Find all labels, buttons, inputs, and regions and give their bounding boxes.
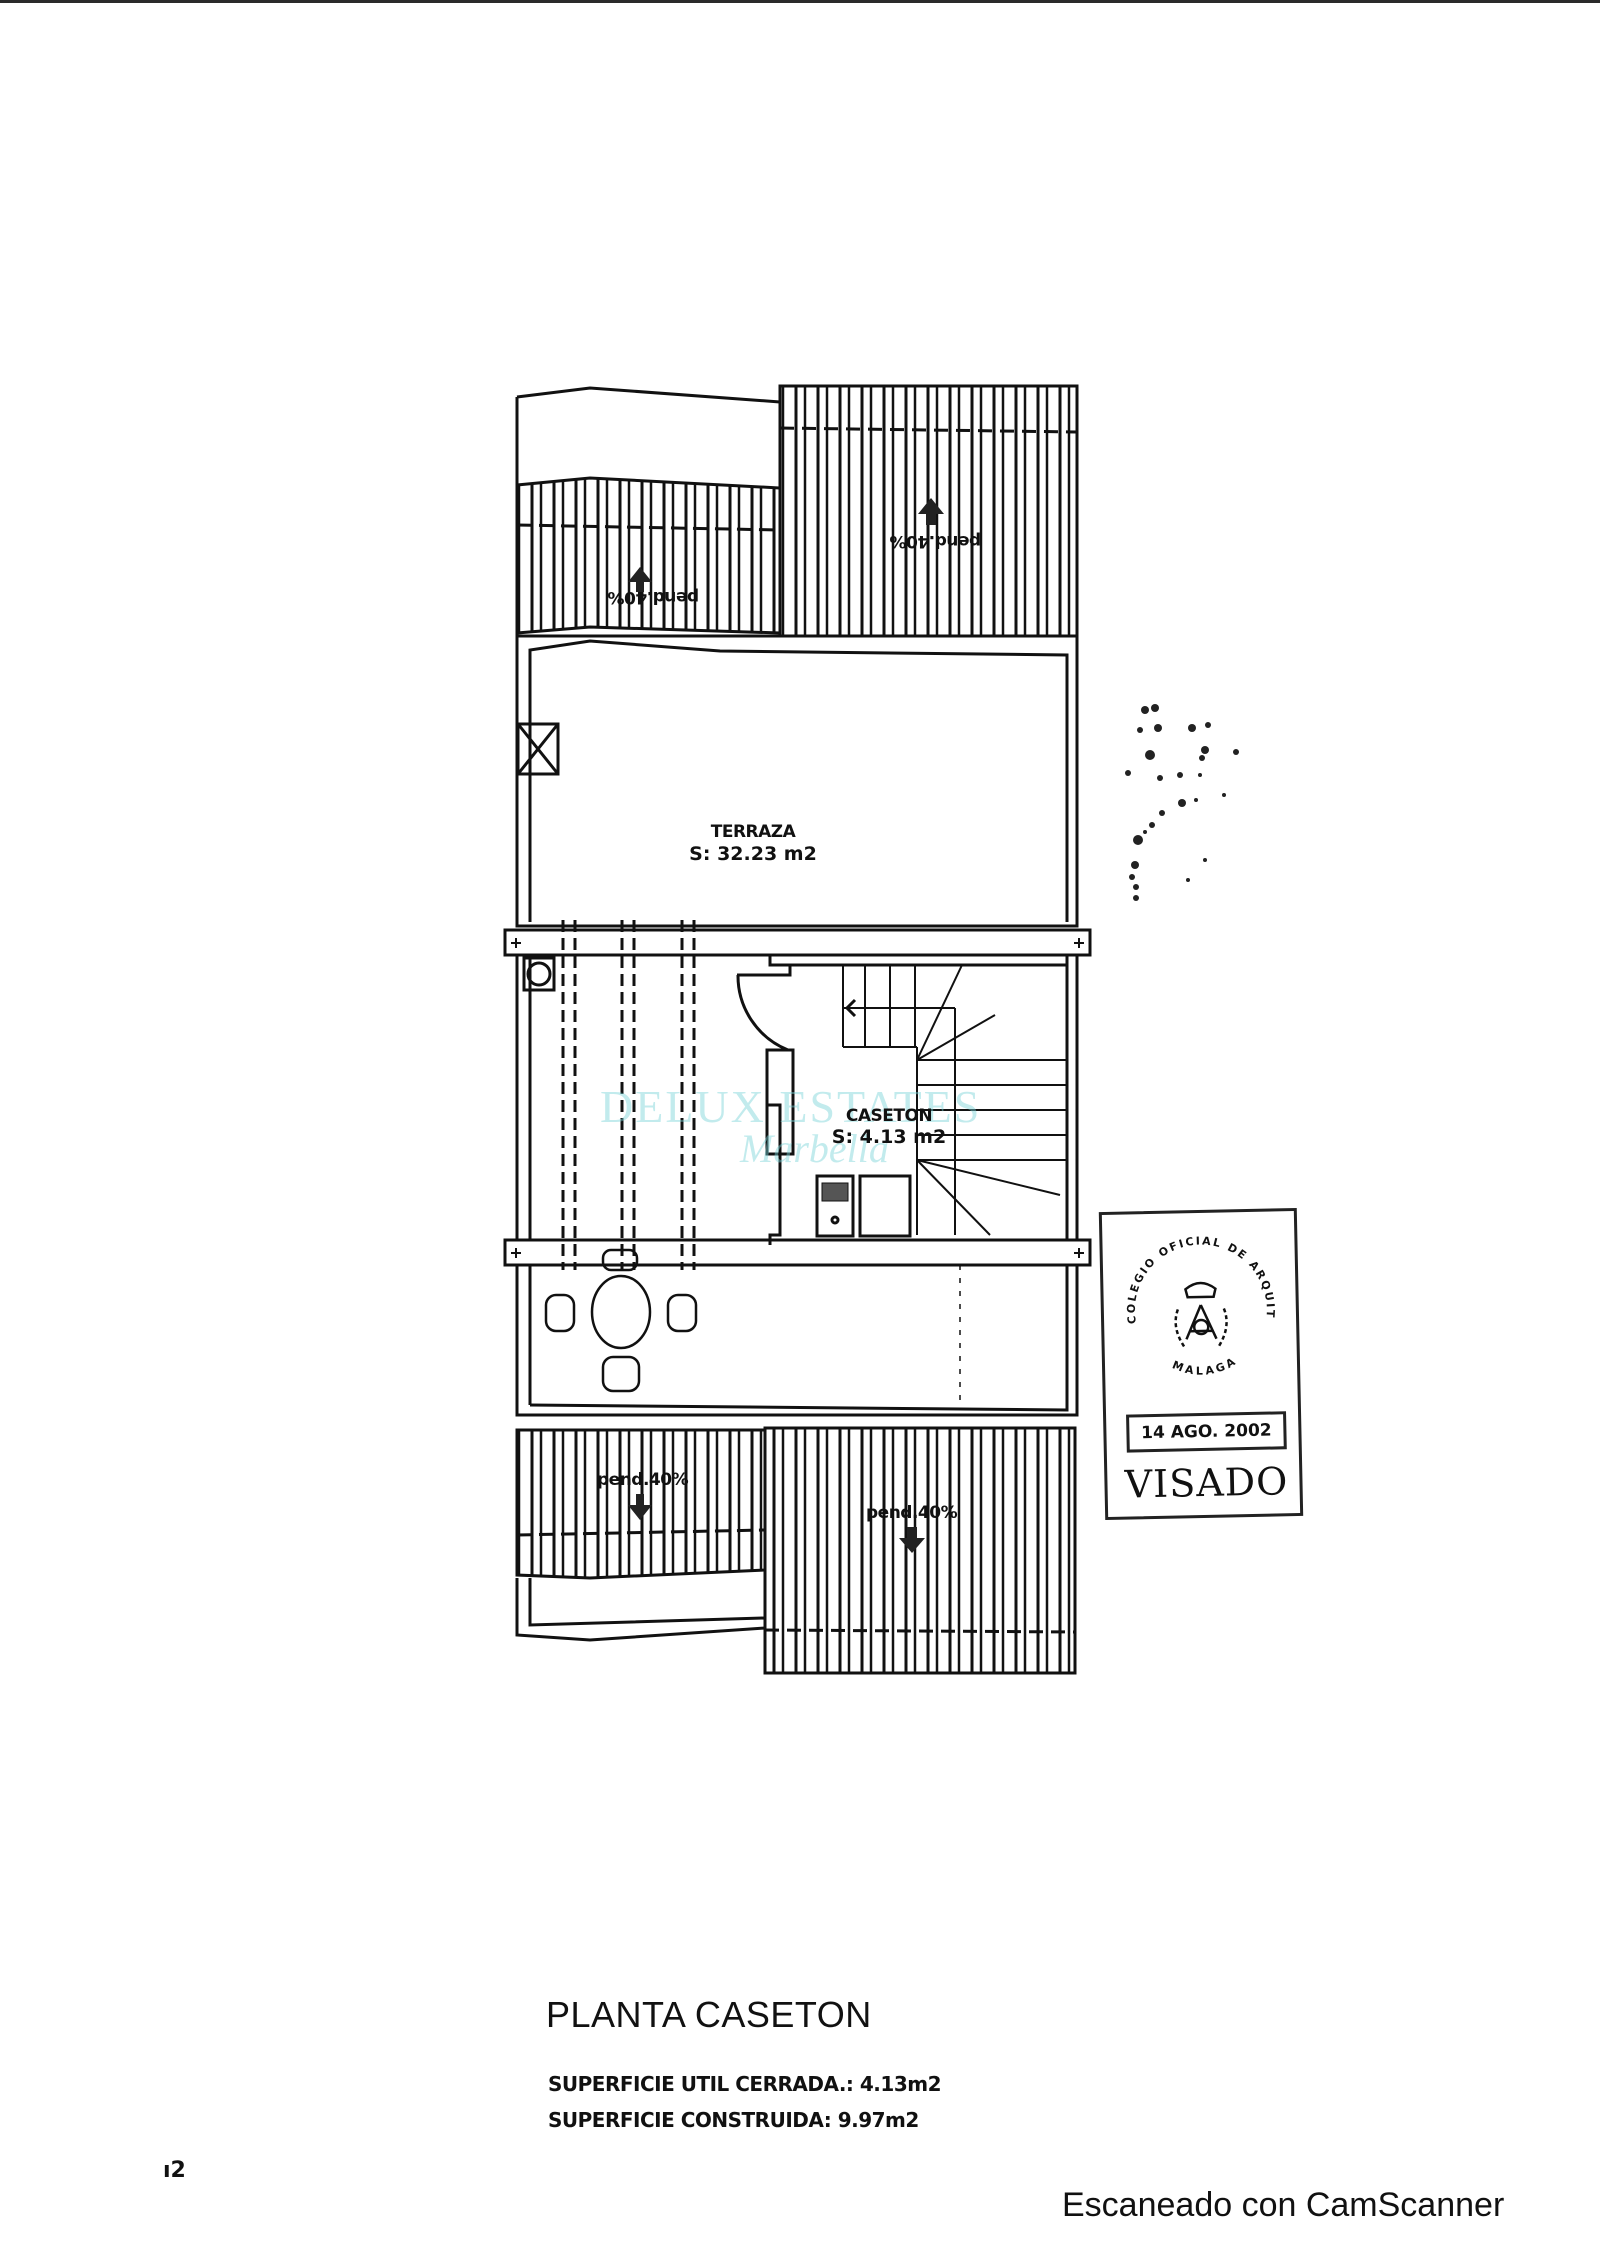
plan-title: PLANTA CASETON: [546, 1994, 872, 2035]
lower-terrace: [515, 1263, 1079, 1417]
room-name-terraza: TERRAZA: [710, 822, 796, 842]
slope-arrow-down-icon: [628, 1494, 925, 1553]
room-name-caseton: CASETON: [845, 1106, 933, 1126]
stamp-visado-label: VISADO: [1124, 1459, 1289, 1507]
slope-arrow-up-icon: [628, 498, 944, 592]
scan-noise-dots: [1125, 704, 1239, 901]
top-roof: [515, 384, 1079, 640]
svg-text:COLEGIO OFICIAL DE ARQUITECTOS: COLEGIO OFICIAL DE ARQUITECTOS DE: [1114, 1225, 1277, 1325]
roof-slope-label-bottom-right: pend.40%: [866, 1503, 958, 1523]
caseton-room: [736, 955, 1067, 1245]
camscanner-footer: Escaneado con CamScanner: [1062, 2186, 1505, 2224]
page-marker: ı2: [163, 2158, 186, 2183]
stamp-date: 14 AGO. 2002: [1126, 1411, 1287, 1453]
surface-construida-row: SUPERFICIE CONSTRUIDA: 9.97m2: [548, 2108, 919, 2132]
roof-slope-label-bottom-left: pend.40%: [597, 1470, 689, 1490]
roof-slope-label-top-right: pend.40%: [890, 531, 982, 551]
surface-construida-value: 9.97m2: [837, 2108, 920, 2132]
surface-util-value: 4.13m2: [859, 2072, 942, 2096]
scan-top-edge: [0, 0, 1600, 3]
staircase: [842, 964, 1067, 1236]
surface-construida-label: SUPERFICIE CONSTRUIDA:: [548, 2108, 832, 2132]
svg-text:MALAGA: MALAGA: [1170, 1354, 1240, 1379]
roof-slope-label-top-left: pend.40%: [608, 587, 700, 607]
terraza-room-walls: [515, 634, 1079, 928]
room-area-terraza: S: 32.23 m2: [689, 843, 817, 865]
visado-stamp: COLEGIO OFICIAL DE ARQUITECTOS DE MALAGA…: [1098, 1207, 1304, 1521]
surface-util-label: SUPERFICIE UTIL CERRADA.:: [548, 2072, 854, 2096]
table-chairs-icon: [544, 1248, 698, 1393]
watermark-sub: Marbella: [740, 1126, 889, 1171]
surface-util-row: SUPERFICIE UTIL CERRADA.: 4.13m2: [548, 2072, 942, 2096]
watermark-brand: DELUX ESTATES: [600, 1081, 982, 1132]
architects-seal-icon: COLEGIO OFICIAL DE ARQUITECTOS DE MALAGA: [1114, 1225, 1277, 1379]
bottom-roof: [515, 1426, 1077, 1675]
room-area-caseton: S: 4.13 m2: [831, 1126, 947, 1148]
chimney-icon: [522, 956, 556, 992]
